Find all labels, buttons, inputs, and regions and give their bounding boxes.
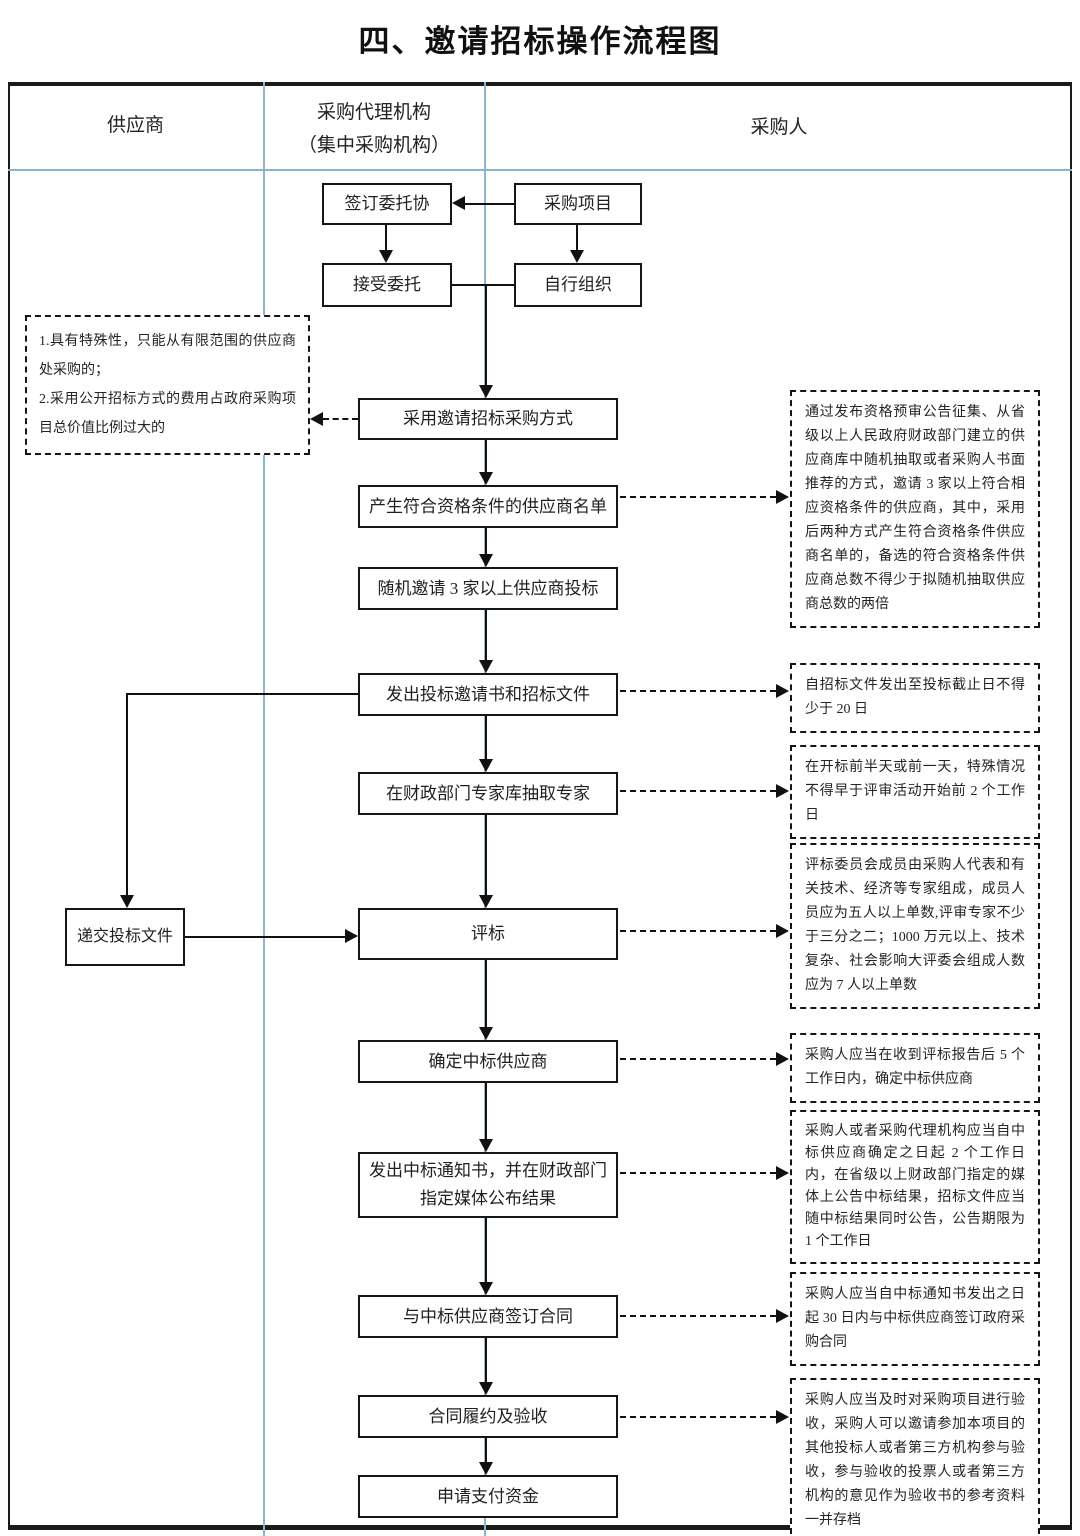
arrowhead-down-to-winner <box>479 1027 493 1040</box>
arrowhead-down-to-experts <box>479 759 493 772</box>
arrowhead-down-to-method <box>479 385 493 398</box>
note-confirm-5days: 采购人应当在收到评标报告后 5 个工作日内，确定中标供应商 <box>790 1033 1040 1103</box>
arrowhead-down-to-contract <box>479 1282 493 1295</box>
connector-list-to-random <box>485 528 487 555</box>
lane-header-agency: 采购代理机构 （集中采购机构） <box>264 96 484 162</box>
note-contract-30days: 采购人应当自中标通知书发出之日起 30 日内与中标供应商签订政府采购合同 <box>790 1272 1040 1366</box>
dashed-connector-invitation-to-deadline <box>620 690 776 692</box>
dashed-connector-experts-to-timing <box>620 790 776 792</box>
diagram-frame <box>8 82 1072 1530</box>
node-supplier-list: 产生符合资格条件的供应商名单 <box>358 485 618 528</box>
arrowhead-left-project-to-sign <box>452 196 465 210</box>
arrowhead-right-to-evaluation <box>345 929 358 943</box>
dashed-connector-method-to-leftnote <box>323 418 358 420</box>
node-project: 采购项目 <box>514 183 642 225</box>
header-divider <box>8 169 1072 171</box>
lane-header-agency-line1: 采购代理机构 <box>316 102 431 123</box>
node-sign-contract: 与中标供应商签订合同 <box>358 1295 618 1338</box>
lane-header-purchaser: 采购人 <box>750 117 808 138</box>
node-fulfill-accept: 合同履约及验收 <box>358 1395 618 1438</box>
node-determine-winner: 确定中标供应商 <box>358 1040 618 1083</box>
connector-accept-self <box>452 284 514 286</box>
arrowhead-right-to-announce <box>776 1166 789 1180</box>
arrowhead-right-to-committee <box>776 924 789 938</box>
node-submit-bid: 递交投标文件 <box>65 908 185 966</box>
node-bid-evaluation: 评标 <box>358 908 618 960</box>
connector-random-to-invitation <box>485 610 487 661</box>
note-left-line2: 2.采用公开招标方式的费用占政府采购项目总价值比例过大的 <box>39 392 296 436</box>
dashed-connector-fulfill-to-acceptance <box>620 1416 776 1418</box>
node-sign-agreement: 签订委托协 <box>322 183 452 225</box>
arrowhead-down-to-payment <box>479 1462 493 1475</box>
arrowhead-down-to-notice <box>479 1139 493 1152</box>
arrowhead-down-to-submit <box>120 895 134 908</box>
arrowhead-right-to-30days <box>776 1309 789 1323</box>
node-self-organize: 自行组织 <box>514 263 642 307</box>
connector-invitation-to-submit-v <box>126 693 128 896</box>
node-award-notice: 发出中标通知书，并在财政部门 指定媒体公布结果 <box>358 1152 618 1218</box>
connector-project-to-self <box>576 225 578 251</box>
arrowhead-down-to-random <box>479 554 493 567</box>
arrowhead-down-sign-to-accept <box>379 250 393 263</box>
node-award-notice-line1: 发出中标通知书，并在财政部门 <box>369 1161 607 1180</box>
arrowhead-right-to-confirm <box>776 1052 789 1066</box>
dashed-connector-winner-to-confirm <box>620 1058 776 1060</box>
connector-project-to-sign <box>464 203 514 205</box>
dashed-connector-list-to-qualification <box>620 496 776 498</box>
note-committee: 评标委员会成员由采购人代表和有关技术、经济等专家组成，成员人员应为五人以上单数,… <box>790 843 1040 1009</box>
arrowhead-right-to-qualification <box>776 490 789 504</box>
note-acceptance: 采购人应当及时对采购项目进行验收，采购人可以邀请参加本项目的其他投标人或者第三方… <box>790 1378 1040 1536</box>
note-left-conditions: 1.具有特殊性，只能从有限范围的供应商处采购的； 2.采用公开招标方式的费用占政… <box>25 315 310 455</box>
arrowhead-right-to-deadline <box>776 684 789 698</box>
node-accept-entrust: 接受委托 <box>322 263 452 307</box>
note-announce-result: 采购人或者采购代理机构应当自中标供应商确定之日起 2 个工作日内，在省级以上财政… <box>790 1110 1040 1264</box>
connector-invitation-to-submit-h <box>126 693 358 695</box>
lane-divider-left <box>263 82 265 1536</box>
note-left-line1: 1.具有特殊性，只能从有限范围的供应商处采购的； <box>39 334 296 378</box>
connector-submit-to-evaluation <box>185 936 346 938</box>
connector-winner-to-notice <box>485 1083 487 1140</box>
connector-evaluation-to-winner <box>485 960 487 1028</box>
arrowhead-down-to-invitation <box>479 660 493 673</box>
connector-method-to-list <box>485 440 487 473</box>
connector-invitation-to-experts <box>485 716 487 760</box>
arrowhead-right-to-timing <box>776 784 789 798</box>
connector-contract-to-fulfill <box>485 1338 487 1383</box>
lane-header-agency-line2: （集中采购机构） <box>297 135 450 156</box>
connector-notice-to-contract <box>485 1218 487 1283</box>
connector-sign-to-accept <box>385 225 387 251</box>
arrowhead-down-to-evaluation <box>479 895 493 908</box>
connector-merge-to-method <box>485 284 487 385</box>
arrowhead-down-project-to-self <box>570 250 584 263</box>
dashed-connector-contract-to-30days <box>620 1315 776 1317</box>
arrowhead-down-to-list <box>479 472 493 485</box>
connector-fulfill-to-payment <box>485 1438 487 1463</box>
arrowhead-right-to-acceptance <box>776 1410 789 1424</box>
page-title: 四、邀请招标操作流程图 <box>358 24 722 59</box>
note-expert-timing: 在开标前半天或前一天，特殊情况不得早于评审活动开始前 2 个工作日 <box>790 745 1040 839</box>
arrowhead-down-to-fulfill <box>479 1382 493 1395</box>
node-draw-experts: 在财政部门专家库抽取专家 <box>358 772 618 815</box>
dashed-connector-notice-to-announce <box>620 1172 776 1174</box>
dashed-connector-evaluation-to-committee <box>620 930 776 932</box>
arrowhead-left-to-leftnote <box>310 412 323 426</box>
node-random-invite: 随机邀请 3 家以上供应商投标 <box>358 567 618 610</box>
note-deadline-20days: 自招标文件发出至投标截止日不得少于 20 日 <box>790 663 1040 733</box>
note-qualification: 通过发布资格预审公告征集、从省级以上人民政府财政部门建立的供应商库中随机抽取或者… <box>790 390 1040 628</box>
node-send-invitation: 发出投标邀请书和招标文件 <box>358 673 618 716</box>
node-award-notice-line2: 指定媒体公布结果 <box>420 1189 556 1208</box>
node-method: 采用邀请招标采购方式 <box>358 398 618 440</box>
lane-header-supplier: 供应商 <box>106 115 164 136</box>
connector-experts-to-evaluation <box>485 815 487 896</box>
node-request-payment: 申请支付资金 <box>358 1475 618 1518</box>
